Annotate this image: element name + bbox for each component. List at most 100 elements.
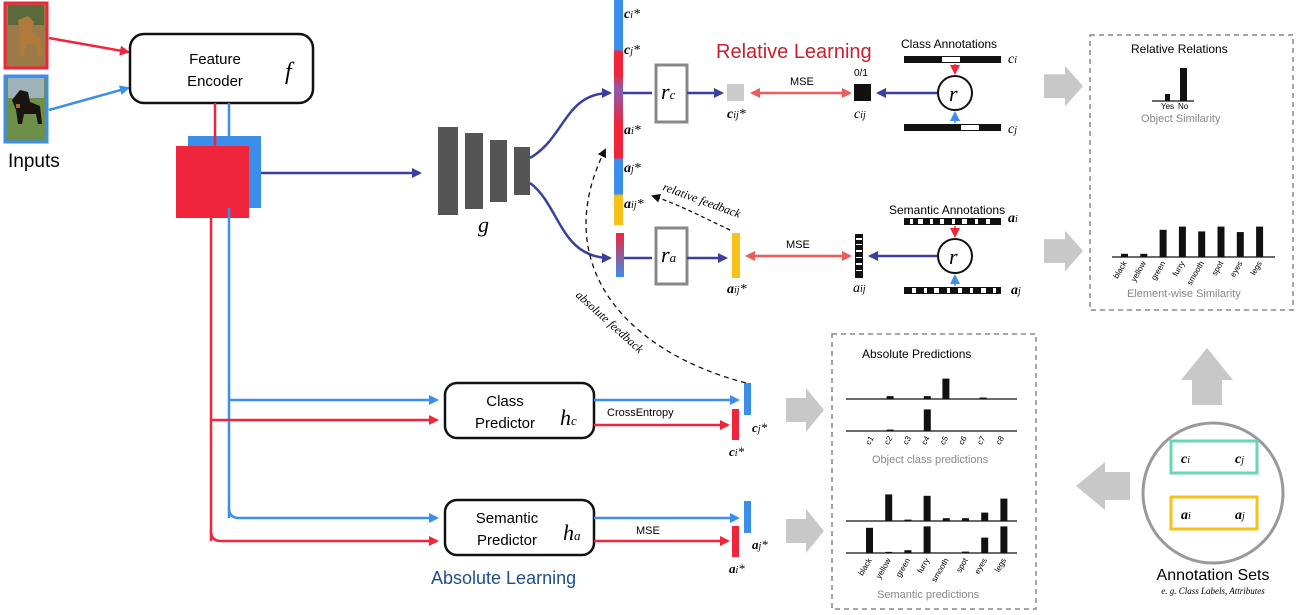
cross-entropy-label: CrossEntropy xyxy=(607,407,674,419)
sem-tick-spot: spot xyxy=(954,556,970,574)
feature-encoder-box xyxy=(128,32,315,105)
class-tick-c5: c5 xyxy=(938,434,950,446)
no-label: No xyxy=(1178,102,1189,111)
sem-tick-black: black xyxy=(857,556,875,578)
class-tick-c7: c7 xyxy=(975,434,987,446)
col-label-cj: cj* xyxy=(624,43,640,58)
sem-bottom-bar-yellow xyxy=(885,551,893,553)
col-label-aj: aj* xyxy=(624,161,641,176)
input-image-dog-1 xyxy=(3,1,49,70)
col-label-ci: ci* xyxy=(624,7,640,22)
sem-tick-furry: furry xyxy=(916,557,932,575)
relative-feedback-label: relative feedback xyxy=(661,180,743,221)
class-bottom-bar-c4 xyxy=(923,409,931,431)
class-top-bar-c4 xyxy=(923,396,931,399)
absolute-predictions-box xyxy=(831,333,1037,610)
small-embedding-column xyxy=(616,233,624,277)
class-tick-c6: c6 xyxy=(957,434,969,446)
class-tick-c3: c3 xyxy=(901,434,913,446)
r-symbol-top: r xyxy=(949,81,958,106)
ci-star-label: ci* xyxy=(729,444,745,459)
class-prediction-bars xyxy=(868,378,1006,432)
object-similarity-label: Object Similarity xyxy=(1141,113,1221,125)
sem-top-bar-smooth xyxy=(942,518,950,521)
relative-relations-box xyxy=(1089,34,1294,311)
absolute-learning-title: Absolute Learning xyxy=(431,568,576,588)
sem-tick-green: green xyxy=(894,557,912,579)
arrow-red-semantic xyxy=(209,530,439,546)
sem-tick-legs: legs xyxy=(993,557,1008,574)
inputs-label: Inputs xyxy=(8,151,60,172)
class-bottom-bar-c2 xyxy=(886,429,894,431)
r-circle-top xyxy=(937,75,973,111)
element-sim-bar-furry xyxy=(1178,226,1186,257)
ci-star-bar xyxy=(732,409,739,440)
sem-top-bar-eyes xyxy=(981,512,989,521)
sem-bottom-bar-black xyxy=(866,527,873,553)
element-sim-tick-yellow: yellow xyxy=(1129,259,1148,283)
mse-top-label: MSE xyxy=(790,76,814,88)
sem-top-bar-furry xyxy=(923,495,931,521)
object-class-predictions-label: Object class predictions xyxy=(872,454,989,466)
class-annot-bar-cj xyxy=(904,124,1001,131)
semantic-predictions-label: Semantic predictions xyxy=(877,589,980,601)
semantic-predictor-line2: Predictor xyxy=(477,532,537,549)
semantic-annot-aj-label: aj xyxy=(1011,283,1021,298)
element-sim-tick-eyes: eyes xyxy=(1228,260,1244,279)
class-tick-c2: c2 xyxy=(882,434,894,446)
element-sim-bar-smooth xyxy=(1198,231,1206,257)
annot-set-ai: ai xyxy=(1181,508,1191,523)
gray-arrow-top xyxy=(1044,65,1083,107)
cij-pred-square xyxy=(727,84,744,101)
class-predictor-box xyxy=(443,381,596,440)
bar-no xyxy=(1180,68,1187,101)
element-sim-tick-green: green xyxy=(1149,260,1167,282)
arrow-g-to-small-column xyxy=(529,181,612,263)
annotation-sets-subtitle: e. g. Class Labels, Attributes xyxy=(1161,586,1265,596)
aij-pred-bar xyxy=(732,233,740,278)
col-label-aij: aij* xyxy=(624,197,644,212)
ra-label: ra xyxy=(661,242,677,267)
sem-top-bar-green xyxy=(904,519,912,521)
ra-box xyxy=(654,226,689,286)
gray-arrow-abs-top xyxy=(786,388,824,432)
sem-bottom-bar-spot xyxy=(962,551,969,553)
arrow-blue-semantic xyxy=(227,507,439,523)
attribute-annotation-set xyxy=(1169,495,1259,531)
element-sim-tick-black: black xyxy=(1112,259,1130,281)
cj-star-bar xyxy=(744,383,751,415)
ha-label: ha xyxy=(563,520,581,545)
class-tick-c4: c4 xyxy=(920,434,932,446)
encoder-symbol: f xyxy=(285,59,295,85)
sem-bottom-bar-green xyxy=(904,550,912,553)
sem-tick-eyes: eyes xyxy=(973,557,989,576)
network-g xyxy=(438,127,530,215)
element-sim-bar-green xyxy=(1159,229,1167,257)
class-annotations-title: Class Annotations xyxy=(901,37,997,51)
cij-gt-label: cij xyxy=(854,107,866,122)
bar-yes xyxy=(1165,94,1170,101)
input-image-dog-2 xyxy=(3,74,49,144)
input-arrow-red xyxy=(48,36,130,56)
binary-label: 0/1 xyxy=(854,68,868,79)
sem-top-bar-legs xyxy=(1000,498,1008,521)
g-label: g xyxy=(478,212,489,237)
element-sim-tick-spot: spot xyxy=(1210,259,1226,277)
semantic-annot-bar-ai xyxy=(904,218,1001,225)
gray-arrow-abs-bottom xyxy=(786,509,824,553)
class-tick-c8: c8 xyxy=(994,434,1006,446)
class-top-bar-c7 xyxy=(979,397,987,399)
class-annotation-set xyxy=(1169,439,1259,475)
sem-top-bar-spot xyxy=(962,518,969,521)
aij-gt-bar xyxy=(855,234,863,278)
cij-gt-square xyxy=(854,84,871,101)
class-annot-ci-label: ci xyxy=(1008,52,1017,67)
cij-pred-label: cij* xyxy=(727,107,746,122)
annot-set-ci: ci xyxy=(1181,452,1190,467)
semantic-annotations-title: Semantic Annotations xyxy=(889,203,1005,217)
semantic-annot-bar-aj xyxy=(904,287,1001,294)
semantic-predictor-line1: Semantic xyxy=(476,510,539,527)
